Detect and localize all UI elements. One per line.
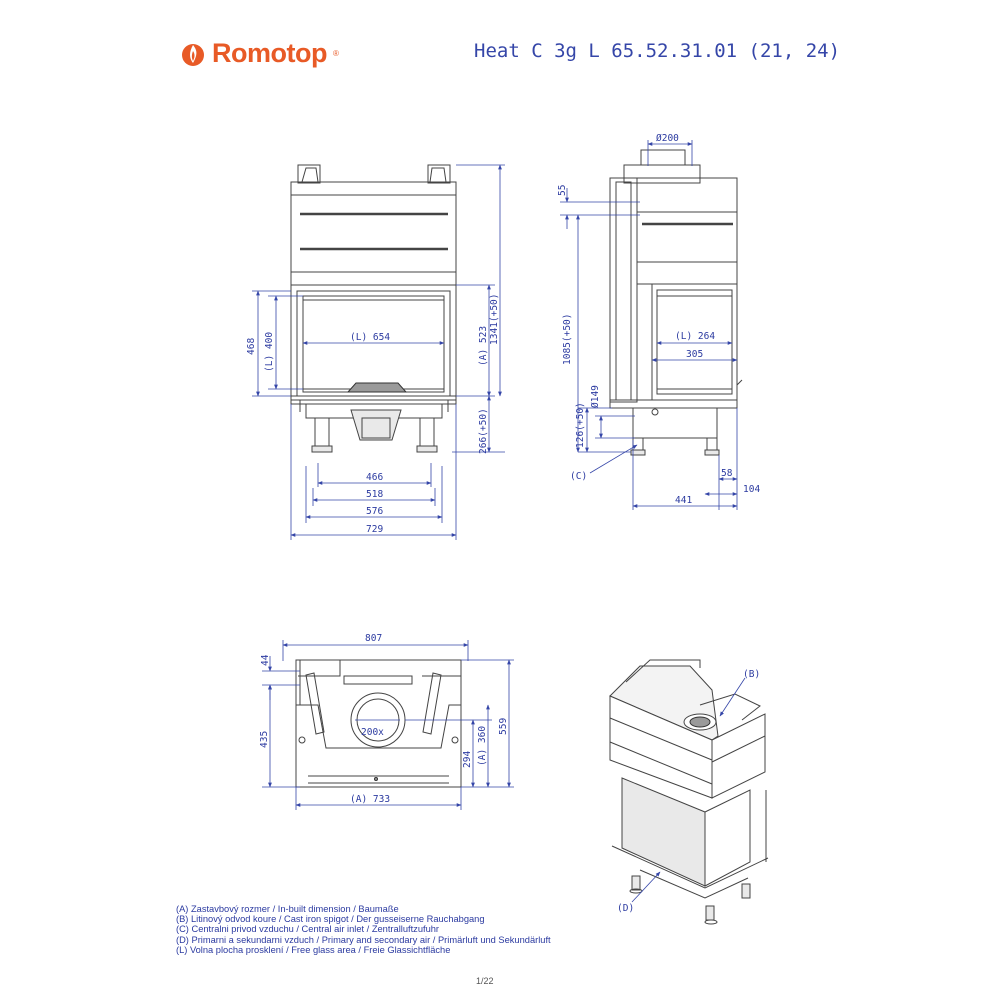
dim-294: 294 <box>462 751 473 768</box>
dim-807: 807 <box>365 633 382 644</box>
page-number: 1/22 <box>476 976 494 986</box>
brand-registered-mark: ® <box>332 48 339 58</box>
isometric-labels: (B) (D) <box>617 669 760 914</box>
dim-441: 441 <box>675 495 692 506</box>
dim-glass-width: (L) 654 <box>350 332 390 343</box>
label-d: (D) <box>617 903 634 914</box>
dim-305: 305 <box>686 349 703 360</box>
top-view-body <box>295 659 462 788</box>
legend: (A) Zastavbový rozmer / In-built dimensi… <box>176 904 551 955</box>
side-view-dimensions: Ø200 55 1085(+50) (L) 264 305 126(+50) <box>557 133 760 510</box>
dim-a523: (A) 523 <box>478 326 489 366</box>
legend-item-d: (D) Primarni a sekundarni vzduch / Prima… <box>176 934 551 945</box>
dim-side-glass: (L) 264 <box>675 331 715 342</box>
isometric-view: (B) (D) <box>609 659 769 925</box>
dim-1341: 1341(+50) <box>489 294 500 345</box>
dim-466: 466 <box>366 472 383 483</box>
brand-name: Romotop <box>212 37 327 68</box>
legend-item-a: (A) Zastavbový rozmer / In-built dimensi… <box>176 904 399 914</box>
dim-576: 576 <box>366 506 383 517</box>
dim-518: 518 <box>366 489 383 500</box>
dim-a733: (A) 733 <box>350 794 390 805</box>
brand-logo: Romotop ® <box>180 36 339 70</box>
top-view-dimensions: 807 44 435 200x 294 (A) 360 559 <box>259 633 514 810</box>
dim-468: 468 <box>246 338 257 355</box>
dim-44: 44 <box>260 654 271 666</box>
front-view-dimensions: 466 518 576 729 (L) 654 468 <box>246 164 505 540</box>
legend-item-b: (B) Litinový odvod koure / Cast iron spi… <box>176 914 485 925</box>
top-view: 807 44 435 200x 294 (A) 360 559 <box>259 633 514 810</box>
front-view: 466 518 576 729 (L) 654 468 <box>246 164 505 540</box>
dim-flue-center: 200x <box>361 727 384 738</box>
model-title: Heat C 3g L 65.52.31.01 (21, 24) <box>474 40 841 62</box>
legend-item-c: (C) Centralni privod vzduchu / Central a… <box>176 924 440 935</box>
label-c: (C) <box>570 471 587 482</box>
dim-55: 55 <box>557 185 568 196</box>
dim-58: 58 <box>721 468 733 479</box>
dim-435: 435 <box>259 731 270 748</box>
dim-a360: (A) 360 <box>477 726 488 766</box>
front-view-body <box>290 164 457 453</box>
dim-104: 104 <box>743 484 760 495</box>
label-b: (B) <box>743 669 760 680</box>
side-view: Ø200 55 1085(+50) (L) 264 305 126(+50) <box>557 133 760 510</box>
legend-item-l: (L) Volna plocha prosklení / Free glass … <box>176 944 451 955</box>
dim-729: 729 <box>366 524 383 535</box>
isometric-body <box>609 659 769 925</box>
dim-266: 266(+50) <box>478 408 489 454</box>
dim-air-diameter: Ø149 <box>590 385 601 408</box>
dim-glass-height: (L) 400 <box>264 332 275 372</box>
dim-126: 126(+50) <box>575 402 586 448</box>
flame-icon <box>182 44 204 66</box>
dim-1085: 1085(+50) <box>562 314 573 365</box>
dim-flue-diameter: Ø200 <box>656 133 679 144</box>
dim-559: 559 <box>498 718 509 735</box>
side-view-body <box>609 149 743 456</box>
